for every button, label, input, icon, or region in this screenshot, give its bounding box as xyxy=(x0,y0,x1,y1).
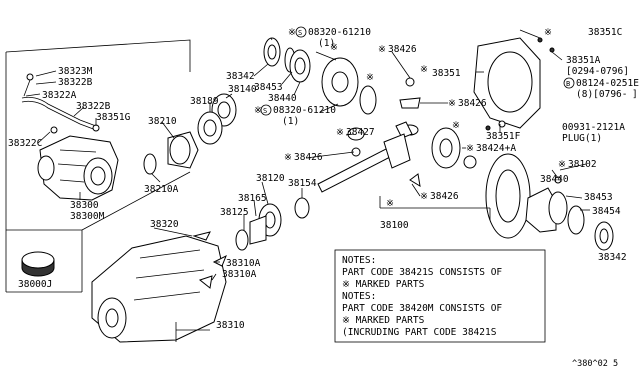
label-38453-left: 38453 xyxy=(254,82,283,93)
ref-mark-x4: ※ xyxy=(452,120,460,131)
label-38310: 38310 xyxy=(216,320,245,331)
label-38342-left: 38342 xyxy=(226,71,255,82)
ref-mark-x5: ※ xyxy=(386,198,394,209)
label-38323M: 38323M xyxy=(58,66,93,77)
ref-mark-38426-a: ※ xyxy=(378,44,386,55)
ref-mark-38102: ※ xyxy=(558,159,566,170)
qty-08124: (8)[0796- xyxy=(576,89,627,100)
part-labels: 38323M 38322B 38322A 38322B 38351G 38322… xyxy=(8,26,639,331)
notes-text: NOTES: PART CODE 38421S CONSISTS OF ※ MA… xyxy=(342,255,502,338)
pinion-parts-drawing xyxy=(143,37,311,251)
label-38454: 38454 xyxy=(592,206,621,217)
ref-mark-38426-d: ※ xyxy=(420,191,428,202)
ref-mark-38426-b: ※ xyxy=(448,98,456,109)
label-38440-right: 38440 xyxy=(540,174,569,185)
circle-s-b: S xyxy=(263,107,267,115)
label-38342-right: 38342 xyxy=(598,252,627,263)
label-38426-c: 38426 xyxy=(294,152,323,163)
label-38165: 38165 xyxy=(238,193,267,204)
date-38351A: [0294-0796] xyxy=(566,66,629,77)
label-38310A-b: 38310A xyxy=(222,269,257,280)
circle-b: B xyxy=(566,80,570,88)
label-08320-61210-a: 08320-61210 xyxy=(308,27,371,38)
label-38322A: 38322A xyxy=(42,90,77,101)
label-38189: 38189 xyxy=(190,96,219,107)
notes-line-1: NOTES: xyxy=(342,255,376,266)
ref-mark-08320-a: ※ xyxy=(288,27,296,38)
label-38140: 38140 xyxy=(228,84,257,95)
label-38120: 38120 xyxy=(256,173,285,184)
notes-line-6: ※ MARKED PARTS xyxy=(342,315,425,326)
label-38426-a: 38426 xyxy=(388,44,417,55)
label-08124-0251E: 08124-0251E xyxy=(576,78,639,89)
label-38351A: 38351A xyxy=(566,55,601,66)
label-38320: 38320 xyxy=(150,219,179,230)
notes-line-5: PART CODE 38420M CONSISTS OF xyxy=(342,303,502,314)
cap-38000J-drawing xyxy=(21,251,55,277)
notes-line-7: (INCRUDING PART CODE 38421S xyxy=(342,327,497,338)
notes-line-4: NOTES: xyxy=(342,291,376,302)
label-38310A-a: 38310A xyxy=(226,258,261,269)
ref-mark-x2: ※ xyxy=(366,72,374,83)
label-38000J: 38000J xyxy=(18,279,52,290)
label-38322B-a: 38322B xyxy=(58,77,93,88)
differential-assembly-drawing xyxy=(21,73,119,201)
ref-mark-38426-c: ※ xyxy=(284,152,292,163)
label-plug: PLUG(1) xyxy=(562,133,602,144)
ref-mark-x1: ※ xyxy=(330,42,338,53)
label-38453-right: 38453 xyxy=(584,192,613,203)
label-00931-2121A: 00931-2121A xyxy=(562,122,625,133)
label-38426-d: 38426 xyxy=(430,191,459,202)
ref-mark-38427: ※ xyxy=(336,127,344,138)
leaders-left xyxy=(25,70,97,200)
label-38300M: 38300M xyxy=(70,211,105,222)
qty-08320-a: (1) xyxy=(318,38,335,49)
notes-line-3: ※ MARKED PARTS xyxy=(342,279,425,290)
label-38154: 38154 xyxy=(288,178,317,189)
bracket-end: ] xyxy=(632,89,638,100)
label-38426-b: 38426 xyxy=(458,98,487,109)
right-case-drawing xyxy=(525,176,614,251)
label-38440-left: 38440 xyxy=(268,93,297,104)
diagram-code: ^380^02 5 xyxy=(572,359,618,369)
label-38102: 38102 xyxy=(568,159,597,170)
notes-line-2: PART CODE 38421S CONSISTS OF xyxy=(342,267,502,278)
label-38351F: 38351F xyxy=(486,131,521,142)
label-38300: 38300 xyxy=(70,200,99,211)
label-38351G: 38351G xyxy=(96,112,131,123)
label-38427: 38427 xyxy=(346,127,375,138)
label-38100: 38100 xyxy=(380,220,409,231)
ring-gear-drawing xyxy=(485,153,531,239)
qty-08320-b: (1) xyxy=(282,116,299,127)
ref-mark-38424: ※ xyxy=(466,143,474,154)
leaders-center xyxy=(151,29,590,342)
ref-mark-38351C: ※ xyxy=(544,27,552,38)
ref-mark-x3: ※ xyxy=(420,64,428,75)
rear-cover-drawing xyxy=(473,37,555,131)
case-side-gears-drawing xyxy=(321,57,477,187)
notes-box xyxy=(334,249,546,343)
label-38125: 38125 xyxy=(220,207,249,218)
assembly-box xyxy=(5,39,191,293)
label-38351C: 38351C xyxy=(588,27,622,38)
label-38322B-b: 38322B xyxy=(76,101,111,112)
drive-pinion-drawing xyxy=(317,133,411,193)
label-38351: 38351 xyxy=(432,68,461,79)
ref-mark-08320-b: ※ xyxy=(254,105,262,116)
label-38210A: 38210A xyxy=(144,184,179,195)
label-38424A: 38424+A xyxy=(476,143,516,154)
label-38210: 38210 xyxy=(148,116,177,127)
label-38322C: 38322C xyxy=(8,138,42,149)
circle-s-a: S xyxy=(298,29,302,37)
carrier-drawing xyxy=(91,231,227,343)
label-08320-61210-b: 08320-61210 xyxy=(273,105,336,116)
